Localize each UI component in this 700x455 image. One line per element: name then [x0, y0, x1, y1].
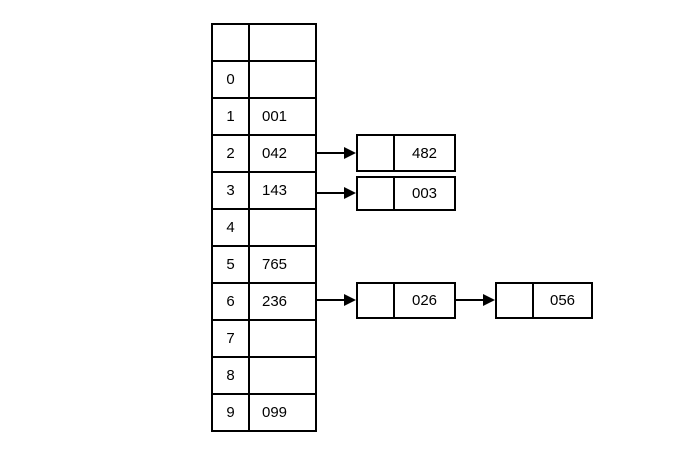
- arrowhead-icon: [344, 147, 356, 159]
- bucket-value-cell: 143: [250, 173, 317, 210]
- bucket-value-cell: 001: [250, 99, 317, 136]
- node-value-cell: 003: [411, 185, 438, 202]
- bucket-value-cell: 042: [250, 136, 317, 173]
- bucket-value-cell: [250, 25, 317, 62]
- bucket-value-cell: [250, 358, 317, 395]
- bucket-value-cell: [250, 210, 317, 247]
- arrow-bucket2-to-node482: [315, 146, 356, 160]
- node-pointer-cell: [358, 136, 395, 170]
- bucket-value-cell: [250, 321, 317, 358]
- bucket-index-cell: 7: [213, 321, 250, 358]
- bucket-value-cell: 236: [250, 284, 317, 321]
- bucket-index-cell: 5: [213, 247, 250, 284]
- arrow-shaft: [315, 192, 344, 194]
- node-value-cell: 482: [411, 144, 438, 162]
- bucket-index-cell: 0: [213, 62, 250, 99]
- list-node: 026: [356, 282, 456, 319]
- bucket-value-cell: 099: [250, 395, 317, 432]
- node-pointer-cell: [497, 284, 534, 317]
- arrowhead-icon: [344, 187, 356, 199]
- arrow-bucket6-to-node026: [315, 293, 356, 307]
- bucket-index-cell: 9: [213, 395, 250, 432]
- bucket-value-cell: 765: [250, 247, 317, 284]
- list-node: 482: [356, 134, 456, 172]
- bucket-index-cell: 3: [213, 173, 250, 210]
- arrow-shaft: [315, 152, 344, 154]
- bucket-value-cell: [250, 62, 317, 99]
- hash-table: 0 1 001 2 042 3 143 4 5 765 6 236 7 8 9 …: [211, 23, 317, 432]
- arrowhead-icon: [483, 294, 495, 306]
- node-value-cell: 056: [549, 292, 576, 309]
- bucket-index-cell: [213, 25, 250, 62]
- node-pointer-cell: [358, 178, 395, 209]
- bucket-index-cell: 1: [213, 99, 250, 136]
- node-value-cell: 026: [411, 292, 438, 309]
- bucket-index-cell: 8: [213, 358, 250, 395]
- bucket-index-cell: 4: [213, 210, 250, 247]
- list-node: 003: [356, 176, 456, 211]
- bucket-index-cell: 2: [213, 136, 250, 173]
- arrow-node026-to-node056: [456, 293, 495, 307]
- list-node: 056: [495, 282, 593, 319]
- arrow-shaft: [315, 299, 344, 301]
- arrow-bucket3-to-node003: [315, 186, 356, 200]
- arrow-shaft: [456, 299, 483, 301]
- node-pointer-cell: [358, 284, 395, 317]
- arrowhead-icon: [344, 294, 356, 306]
- bucket-index-cell: 6: [213, 284, 250, 321]
